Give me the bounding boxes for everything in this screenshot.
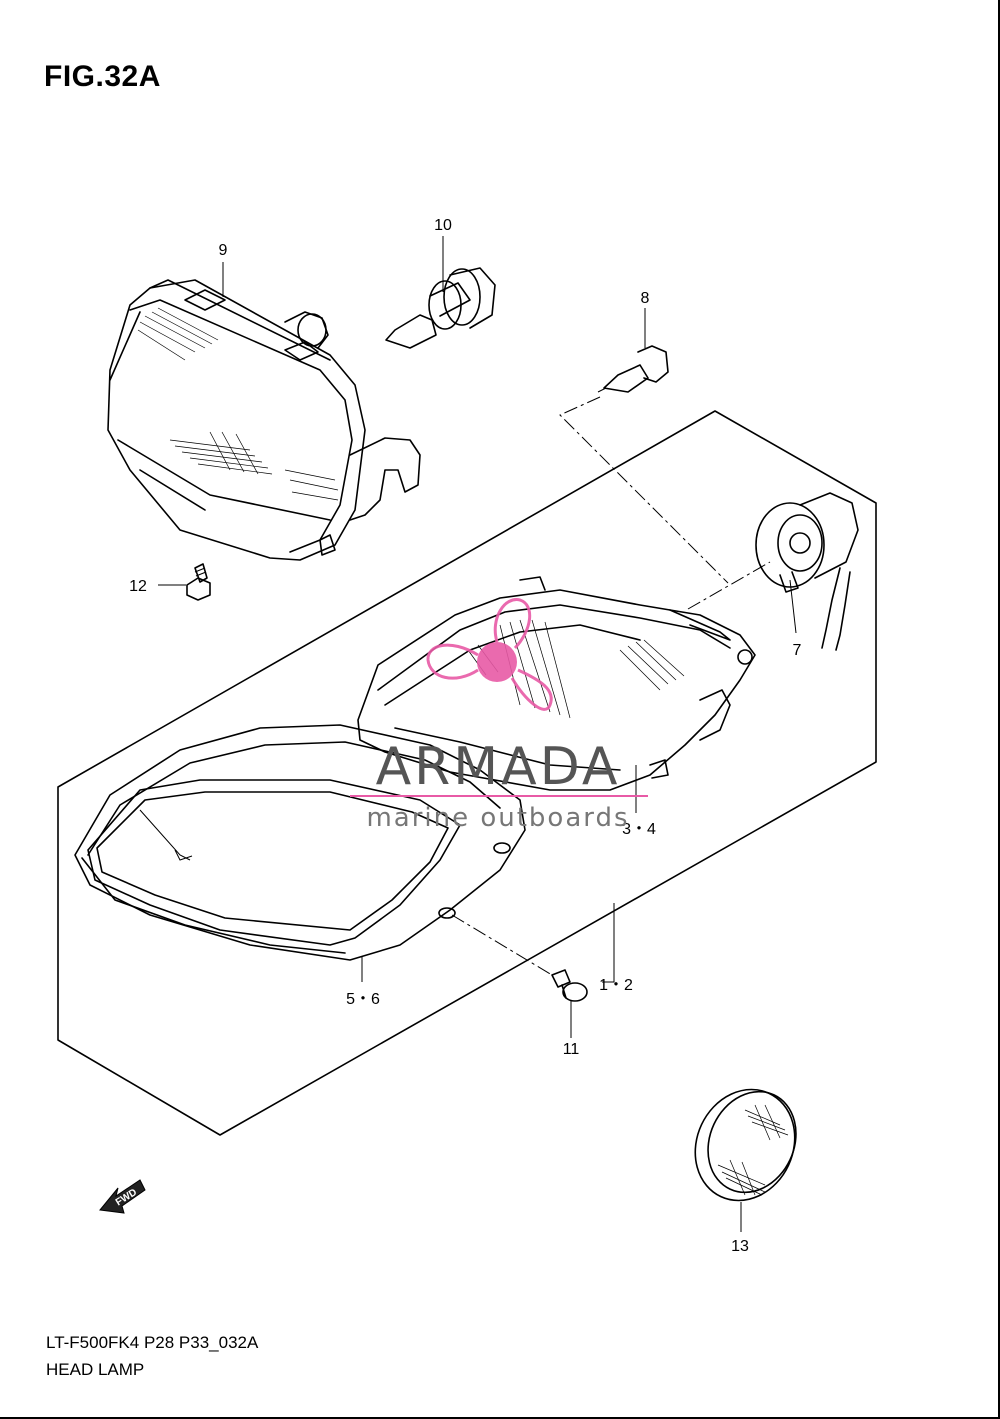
part-10-bulb [385, 267, 496, 349]
fwd-arrow-icon: FWD [99, 1179, 146, 1214]
leader-lines [158, 236, 797, 1232]
callout-1-2: 1・2 [599, 977, 633, 994]
callout-8: 8 [641, 290, 650, 307]
part-11-clip [551, 969, 588, 1002]
model-code: LT-F500FK4 P28 P33_032A [46, 1333, 259, 1352]
watermark-tagline: marine outboards [366, 803, 629, 833]
callout-9: 9 [219, 242, 228, 259]
part-1-2-lamp-housing [357, 576, 756, 791]
callout-7: 7 [793, 642, 802, 659]
part-9-headlamp-unit [107, 279, 421, 561]
part-5-6-bezel [74, 724, 526, 961]
part-7-socket [755, 492, 859, 651]
callout-12: 12 [129, 578, 147, 595]
section-name: HEAD LAMP [46, 1360, 145, 1379]
figure-title: FIG.32A [44, 60, 161, 93]
part-12-screw [186, 563, 211, 601]
callout-5-6: 5・6 [346, 991, 380, 1008]
callout-13: 13 [731, 1238, 749, 1255]
part-8-position-bulb [597, 345, 669, 393]
propeller-logo-icon [426, 598, 553, 711]
callout-3-4: 3・4 [622, 821, 656, 838]
watermark-brand: ARMADA [376, 737, 621, 797]
assembly-outline [57, 410, 877, 1136]
callout-10: 10 [434, 217, 452, 234]
part-13-reflector [694, 1088, 797, 1202]
callout-11: 11 [563, 1041, 580, 1058]
